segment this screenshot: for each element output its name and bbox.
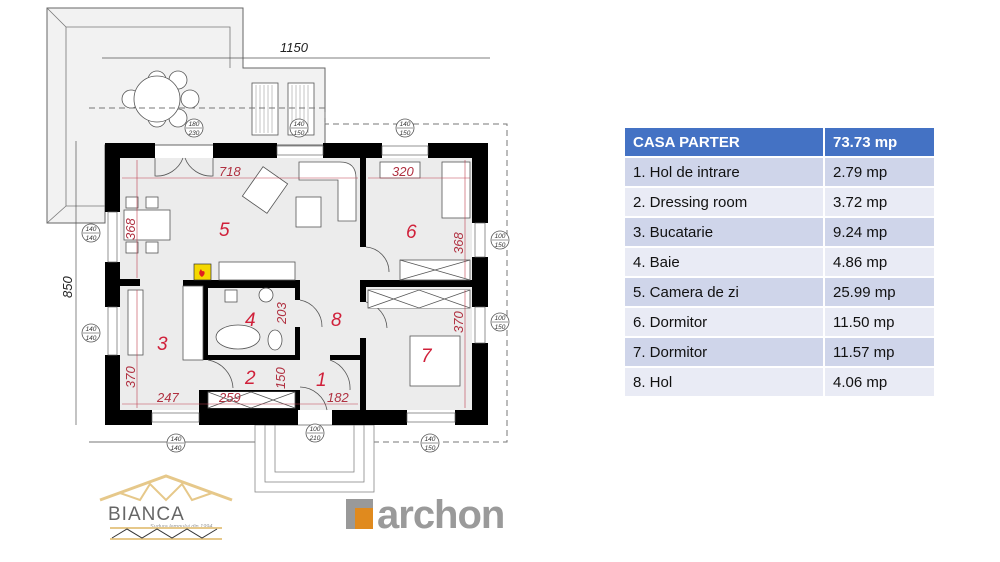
opening-height: 150 bbox=[294, 130, 305, 137]
room-area: 25.99 mp bbox=[825, 278, 934, 308]
opening-height: 210 bbox=[309, 435, 321, 442]
room-area: 2.79 mp bbox=[825, 158, 934, 188]
opening-height: 150 bbox=[400, 130, 411, 137]
room-area: 4.86 mp bbox=[825, 248, 934, 278]
opening-height: 230 bbox=[188, 130, 200, 137]
room-label-4: 4 bbox=[245, 310, 256, 331]
opening-width: 140 bbox=[86, 326, 97, 333]
room-name: 5. Camera de zi bbox=[625, 278, 825, 308]
terrace-table bbox=[121, 70, 200, 128]
svg-text:archon: archon bbox=[377, 493, 504, 537]
opening-height: 150 bbox=[495, 324, 506, 331]
opening-width: 140 bbox=[171, 436, 182, 443]
doors bbox=[154, 157, 390, 411]
room-area: 9.24 mp bbox=[825, 218, 934, 248]
opening-height: 150 bbox=[425, 445, 436, 452]
opening-width: 140 bbox=[294, 121, 305, 128]
dim-living-width: 718 bbox=[219, 164, 241, 179]
dim-living-depth: 368 bbox=[123, 218, 138, 240]
room-label-8: 8 bbox=[331, 310, 342, 331]
dim-hall-width: 182 bbox=[327, 390, 349, 405]
room-label-2: 2 bbox=[244, 368, 256, 389]
room-area: 11.50 mp bbox=[825, 308, 934, 338]
fire-icon bbox=[199, 269, 205, 277]
overall-depth: 850 bbox=[60, 276, 75, 298]
room-label-3: 3 bbox=[157, 334, 168, 355]
room-name: 7. Dormitor bbox=[625, 338, 825, 368]
room-label-1: 1 bbox=[316, 370, 327, 391]
interior-dimensions bbox=[122, 160, 470, 408]
roof-outline bbox=[89, 107, 508, 443]
room-name: 8. Hol bbox=[625, 368, 825, 398]
header-area: 73.73 mp bbox=[825, 128, 934, 158]
room-label-6: 6 bbox=[406, 222, 417, 243]
room-name: 3. Bucatarie bbox=[625, 218, 825, 248]
opening-height: 140 bbox=[171, 445, 182, 452]
room-name: 4. Baie bbox=[625, 248, 825, 278]
dim-bath-depth: 203 bbox=[274, 302, 289, 325]
table-header: CASA PARTER 73.73 mp bbox=[625, 128, 934, 158]
bianca-logo: BIANCA Sudura lemnului din 1994 bbox=[99, 474, 233, 540]
opening-width: 140 bbox=[400, 121, 411, 128]
room-name: 2. Dressing room bbox=[625, 188, 825, 218]
opening-height: 150 bbox=[495, 242, 506, 249]
dim-dressing-width: 259 bbox=[218, 390, 241, 405]
windows bbox=[107, 145, 486, 423]
room-name: 6. Dormitor bbox=[625, 308, 825, 338]
overall-width: 1150 bbox=[280, 40, 309, 55]
dim-bedroom6-width: 320 bbox=[392, 164, 414, 179]
opening-height: 140 bbox=[86, 335, 97, 342]
room-label-7: 7 bbox=[421, 346, 433, 367]
opening-height: 140 bbox=[86, 235, 97, 242]
archon-logo: archon bbox=[346, 493, 505, 537]
dim-bedroom7-depth: 370 bbox=[451, 311, 466, 333]
svg-text:BIANCA: BIANCA bbox=[108, 504, 185, 525]
room-area: 4.06 mp bbox=[825, 368, 934, 398]
dim-kitchen-width: 247 bbox=[156, 390, 179, 405]
opening-width: 100 bbox=[495, 315, 506, 322]
room-label-5: 5 bbox=[219, 220, 230, 241]
room-area: 3.72 mp bbox=[825, 188, 934, 218]
opening-width: 100 bbox=[495, 233, 506, 240]
opening-width: 140 bbox=[86, 226, 97, 233]
room-name: 1. Hol de intrare bbox=[625, 158, 825, 188]
dim-kitchen-depth: 370 bbox=[123, 366, 138, 388]
dim-dressing-depth: 150 bbox=[273, 367, 288, 389]
room-area: 11.57 mp bbox=[825, 338, 934, 368]
dimension-lines bbox=[75, 57, 490, 425]
opening-width: 140 bbox=[425, 436, 436, 443]
sun-loungers bbox=[251, 82, 315, 136]
opening-width: 180 bbox=[189, 121, 200, 128]
header-name: CASA PARTER bbox=[625, 128, 825, 158]
furniture bbox=[123, 161, 471, 409]
dim-bedroom6-depth: 368 bbox=[451, 232, 466, 254]
opening-width: 100 bbox=[310, 426, 321, 433]
